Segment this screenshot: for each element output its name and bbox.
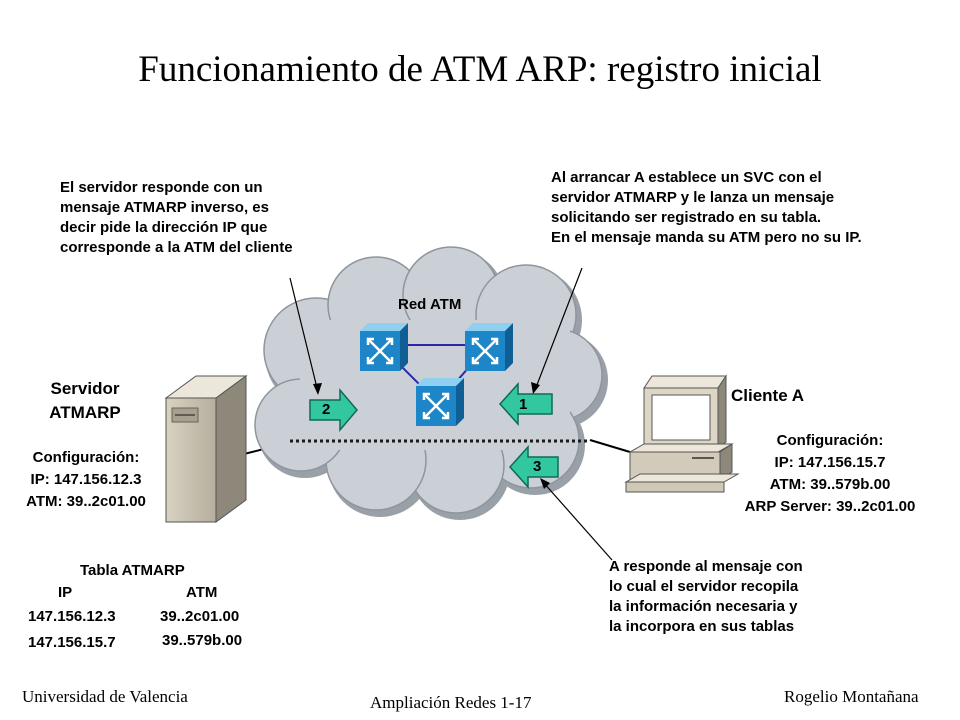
pointer-left	[289, 277, 319, 393]
arrow-1-label: 1	[519, 396, 528, 413]
table-title: Tabla ATMARP	[80, 562, 185, 579]
server-title-line1: Servidor	[50, 379, 120, 398]
server-tower-icon	[164, 375, 248, 523]
page-title: Funcionamiento de ATM ARP: registro inic…	[138, 49, 822, 90]
pointer-right-bottom	[542, 481, 613, 561]
client-atm: ATM: 39..579b.00	[769, 476, 891, 493]
client-arp-server: ARP Server: 39..2c01.00	[744, 498, 916, 515]
arrow-3-label: 3	[533, 458, 542, 475]
atm-switch-icon	[416, 378, 464, 426]
atm-switch-icon	[360, 323, 408, 371]
server-config: Configuración: IP: 147.156.12.3 ATM: 39.…	[0, 447, 172, 513]
client-ip: IP: 147.156.15.7	[774, 454, 886, 471]
client-link	[589, 439, 631, 453]
computer-icon	[624, 374, 740, 493]
pointer-right-top	[534, 267, 583, 391]
server-title-line2: ATMARP	[49, 403, 121, 422]
arrow-3	[508, 445, 559, 489]
table-row-2-ip: 147.156.15.7	[28, 634, 116, 651]
table-header-atm: ATM	[186, 584, 218, 601]
footer-center: Ampliación Redes 1-17	[370, 693, 532, 712]
atm-switch-icon	[465, 323, 513, 371]
server-atm: ATM: 39..2c01.00	[26, 493, 146, 510]
table-row-1-atm: 39..2c01.00	[160, 608, 240, 625]
client-config: Configuración: IP: 147.156.15.7 ATM: 39.…	[712, 430, 948, 518]
footer-left: Universidad de Valencia	[22, 687, 188, 706]
server-ip: IP: 147.156.12.3	[30, 471, 142, 488]
arrow-2-label: 2	[322, 401, 331, 418]
server-config-title: Configuración:	[32, 449, 140, 466]
note-client-registration: Al arrancar A establece un SVC con el se…	[551, 169, 862, 246]
server-title: Servidor ATMARP	[20, 377, 150, 425]
table-header-ip: IP	[58, 584, 73, 601]
note-server-response: El servidor responde con un mensaje ATMA…	[60, 179, 293, 256]
client-title: Cliente A	[731, 386, 805, 405]
cloud-label: Red ATM	[398, 296, 462, 313]
footer-right: Rogelio Montañana	[784, 687, 919, 706]
table-row-2-atm: 39..579b.00	[162, 632, 243, 649]
note-client-reply: A responde al mensaje con lo cual el ser…	[609, 558, 803, 635]
arrow-2	[309, 387, 358, 433]
client-config-title: Configuración:	[776, 432, 884, 449]
arrow-1	[498, 382, 553, 426]
table-row-1-ip: 147.156.12.3	[28, 608, 116, 625]
